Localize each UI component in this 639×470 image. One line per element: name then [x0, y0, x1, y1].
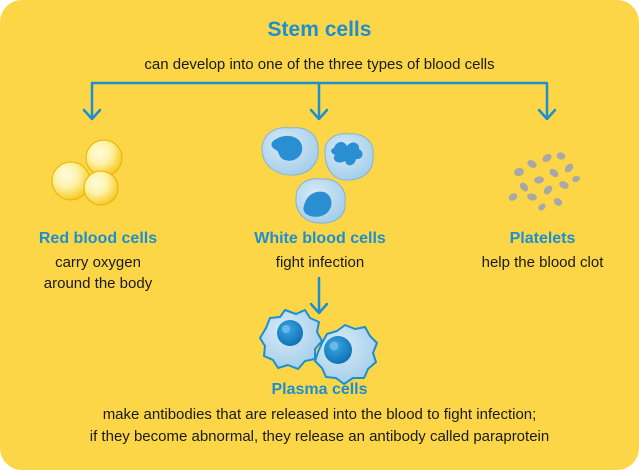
arrow-head-right: [537, 108, 557, 121]
plasma-cells-desc-line1: make antibodies that are released into t…: [102, 406, 537, 423]
red-blood-cells-desc-line2: around the body: [43, 275, 153, 292]
red-blood-cells-icon: [51, 139, 123, 206]
arrow-head-center: [309, 108, 329, 121]
plasma-cells-desc-line2: if they become abnormal, they release an…: [89, 428, 550, 445]
diagram-title: Stem cells: [267, 18, 372, 41]
arrow-head-lower: [309, 302, 329, 315]
connector-arrows: [82, 81, 557, 315]
platelets-desc: help the blood clot: [481, 254, 604, 271]
red-blood-cells-desc-line1: carry oxygen: [55, 254, 141, 271]
diagram-subtitle: can develop into one of the three types …: [144, 56, 495, 73]
white-blood-cells-heading: White blood cells: [254, 230, 386, 247]
white-blood-cells-desc: fight infection: [275, 254, 365, 271]
white-blood-cells-icon: [261, 127, 374, 224]
platelets-icon: [508, 152, 580, 211]
plasma-cells-icon: [259, 309, 378, 385]
platelets-heading: Platelets: [509, 230, 576, 247]
plasma-cells-heading: Plasma cells: [271, 381, 368, 398]
arrow-head-left: [82, 108, 102, 121]
red-blood-cells-heading: Red blood cells: [38, 230, 158, 247]
